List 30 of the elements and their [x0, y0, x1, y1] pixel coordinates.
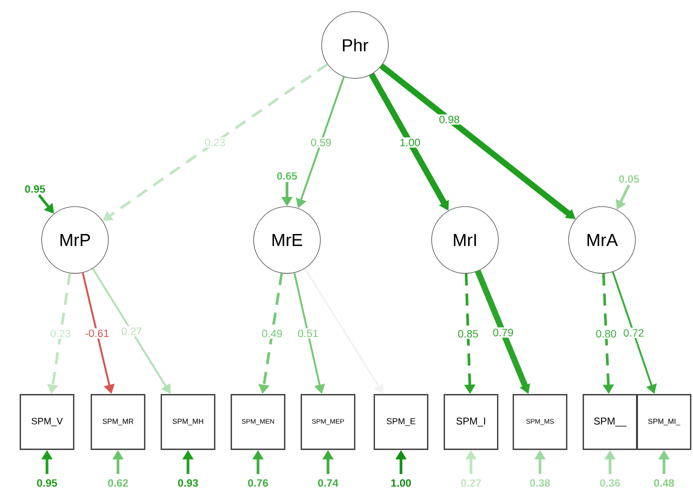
edge-label: 0.98 — [438, 114, 462, 125]
edge-label: 0.79 — [491, 327, 515, 338]
edge-label: 0.72 — [622, 328, 646, 338]
edge-label: 0.49 — [260, 328, 284, 339]
edge-label: 0.27 — [461, 479, 481, 487]
edge-label: 0.36 — [600, 479, 620, 487]
edge-label: 0.51 — [296, 328, 320, 338]
edge-label: -0.61 — [84, 328, 111, 338]
edge-label: 0.23 — [203, 137, 227, 148]
edge-label: 0.85 — [456, 328, 480, 339]
edge-label: 0.76 — [248, 479, 268, 487]
edge-label: 0.93 — [178, 479, 198, 487]
edge-label: 0.27 — [120, 326, 144, 336]
edge-label: 0.23 — [48, 328, 72, 339]
observed-box: SPM_V — [20, 394, 74, 450]
observed-box: SPM_E — [374, 394, 428, 450]
edge-label: 0.80 — [594, 328, 618, 339]
observed-box: SPM__ — [582, 394, 638, 450]
edge-label: 0.05 — [619, 175, 640, 183]
edge-label: 0.48 — [654, 479, 674, 487]
edge-label: 1.00 — [391, 479, 411, 487]
edge-label: 0.59 — [309, 137, 333, 148]
observed-box: SPM_I — [444, 394, 498, 450]
edge-label: 0.95 — [37, 479, 58, 487]
edge-label: 0.62 — [108, 479, 128, 487]
edge-label: 0.74 — [318, 479, 338, 487]
edge-label: 0.95 — [25, 185, 46, 193]
edge-label: 1.00 — [398, 137, 422, 148]
edge-label: 0.38 — [530, 479, 550, 487]
edge-label: 0.65 — [277, 172, 298, 180]
